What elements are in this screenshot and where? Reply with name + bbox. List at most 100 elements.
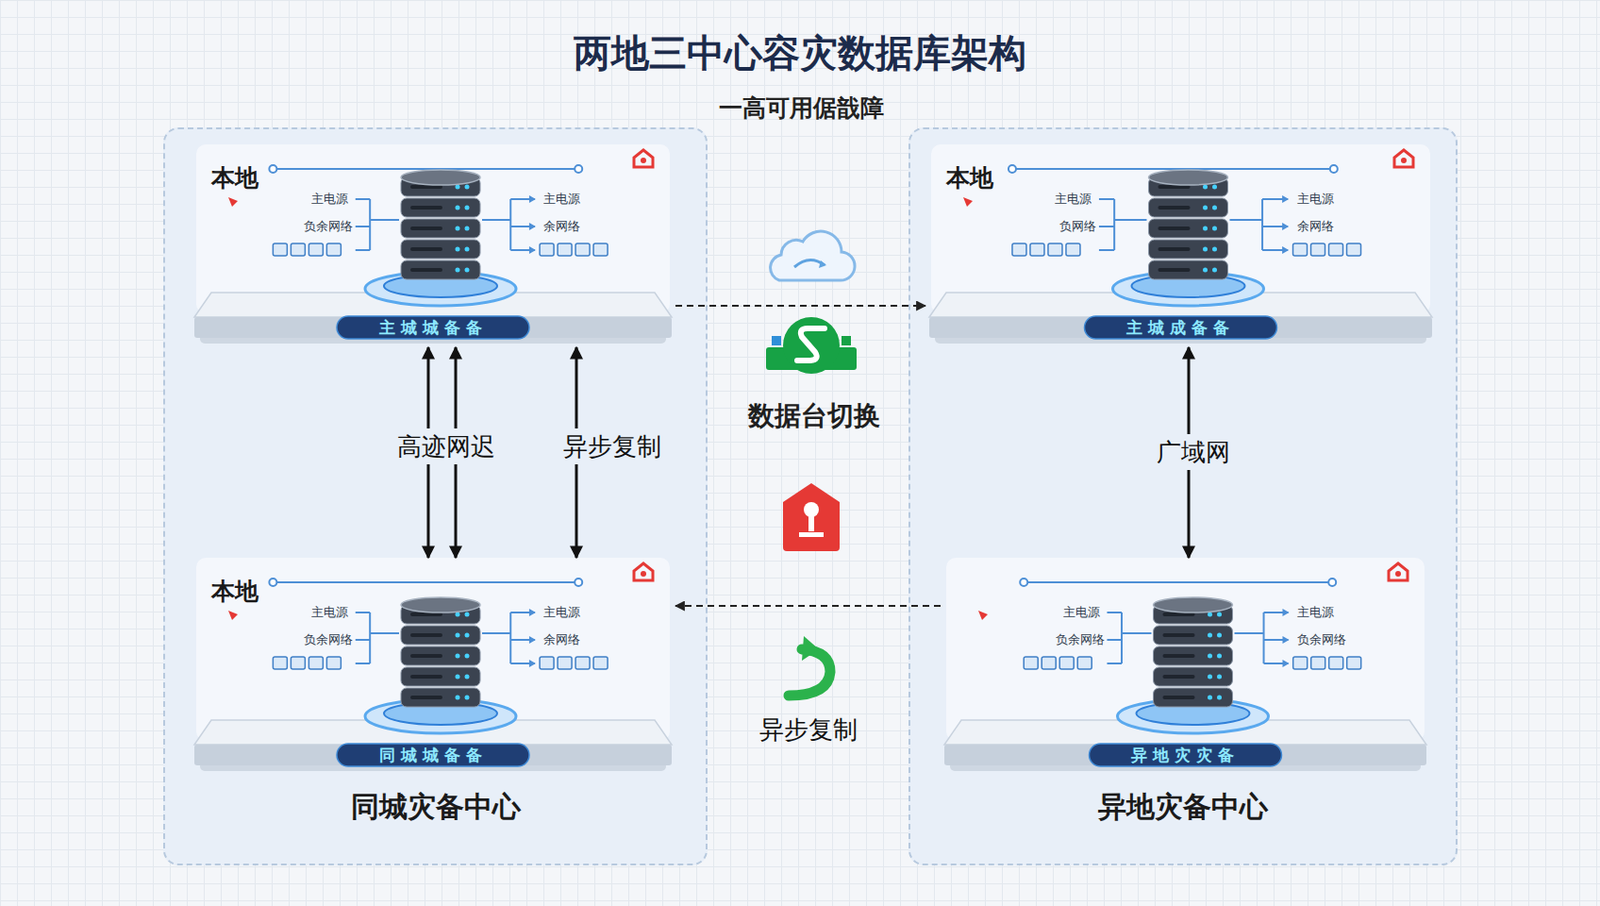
wire-arrow — [1282, 246, 1289, 254]
server-led — [1207, 695, 1213, 700]
server-led — [1216, 695, 1222, 700]
server-disk — [1149, 218, 1229, 238]
band-pill — [1084, 316, 1278, 339]
network-trunk — [509, 199, 512, 250]
device-icon — [1077, 656, 1092, 669]
server-led — [455, 247, 461, 252]
server-led — [1216, 633, 1222, 638]
device-icon — [290, 243, 305, 256]
server-led — [465, 674, 470, 680]
power-wire — [355, 225, 370, 228]
network-link — [1187, 347, 1191, 558]
server-led — [1212, 247, 1217, 252]
server-led — [1216, 612, 1222, 617]
wire-end — [1019, 578, 1028, 586]
device-icon — [1347, 656, 1362, 669]
cloud-swirl-head — [818, 260, 827, 268]
device-icon — [1041, 656, 1056, 669]
alert-knob — [803, 501, 819, 517]
network-feed — [1234, 632, 1265, 634]
network-trunk — [1261, 199, 1264, 250]
slab-front — [929, 316, 1433, 338]
power-wire — [1099, 225, 1115, 228]
device-icon — [1293, 656, 1308, 669]
server-led — [1212, 267, 1217, 273]
server-disk — [400, 198, 481, 217]
server-disk — [400, 260, 481, 280]
device-icon — [1023, 656, 1038, 669]
wire-end — [574, 578, 583, 586]
replicate-icon — [788, 635, 831, 696]
wire-label: 余网络 — [543, 632, 581, 648]
power-wire — [355, 638, 370, 641]
wire-label: 余网络 — [1297, 218, 1334, 234]
server-disk — [1153, 625, 1234, 645]
server-platform: 本地主城城备备主电源负余网络主电源余网络 — [190, 144, 676, 348]
wire-label: 主电源 — [1054, 191, 1092, 207]
server-led — [1212, 226, 1217, 232]
power-wire — [1106, 611, 1122, 614]
network-link — [575, 347, 579, 558]
card-backdrop — [946, 557, 1425, 741]
slab-front — [194, 744, 672, 766]
server-slot — [1163, 653, 1196, 658]
alarm-dot — [1400, 157, 1407, 164]
server-slot — [1163, 695, 1196, 700]
device-icon — [539, 656, 554, 669]
wire-arrow — [529, 608, 536, 617]
server-disk — [400, 625, 481, 645]
wire-arrow — [1282, 659, 1289, 667]
platform-illustration — [940, 557, 1431, 775]
device-icon — [290, 656, 305, 669]
power-feed — [1121, 632, 1151, 634]
wire-arrow — [529, 246, 536, 254]
server-slot — [410, 674, 443, 679]
server-slot — [410, 633, 443, 637]
power-wire — [355, 662, 370, 665]
alarm-icon — [633, 563, 653, 581]
diagram-subtitle: 一高可用倨戠障 — [718, 92, 884, 124]
power-wire — [355, 611, 370, 614]
alert-icon — [783, 483, 840, 551]
wire-label: 主电源 — [543, 604, 581, 620]
wire-label: 主电源 — [1297, 191, 1334, 207]
platform-band-label: 异地灾灾备 — [1131, 744, 1240, 766]
server-slot — [1163, 674, 1196, 679]
server-led — [1216, 674, 1222, 680]
server-led — [455, 633, 461, 638]
replicate-head — [801, 635, 819, 661]
center-heading: 同城灾备中心 — [165, 787, 706, 826]
device-icon — [272, 656, 287, 669]
power-wire — [355, 198, 370, 200]
device-icon — [308, 656, 323, 669]
local-marker — [228, 610, 238, 620]
power-trunk — [1120, 612, 1123, 664]
local-marker — [963, 197, 973, 207]
alert-base — [799, 532, 824, 537]
server-led — [1202, 267, 1208, 273]
server-disk — [400, 218, 481, 238]
switch-icon — [766, 316, 857, 374]
wire-label: 主电源 — [311, 191, 349, 207]
datacenter-panel: 同城灾备中心本地主城城备备主电源负余网络主电源余网络本地同城城备备主电源负余网络… — [163, 127, 708, 866]
server-slot — [410, 205, 443, 210]
server-disk — [1149, 239, 1229, 259]
server-led — [465, 695, 470, 700]
device-icon — [1329, 656, 1344, 669]
device-icon — [557, 656, 572, 669]
network-trunk — [1263, 612, 1266, 664]
replicate-arc — [788, 649, 831, 696]
server-disk — [400, 666, 481, 686]
network-link — [427, 347, 431, 558]
power-feed — [369, 218, 400, 221]
server-led — [455, 267, 461, 273]
wire-label: 主电源 — [311, 604, 349, 620]
wire-end — [268, 578, 277, 586]
power-wire — [1106, 638, 1122, 641]
power-wire — [1099, 198, 1115, 200]
wire-end — [1330, 165, 1338, 173]
server-disk — [1153, 687, 1234, 707]
server-slot — [1158, 205, 1191, 210]
device-icon — [593, 656, 608, 669]
